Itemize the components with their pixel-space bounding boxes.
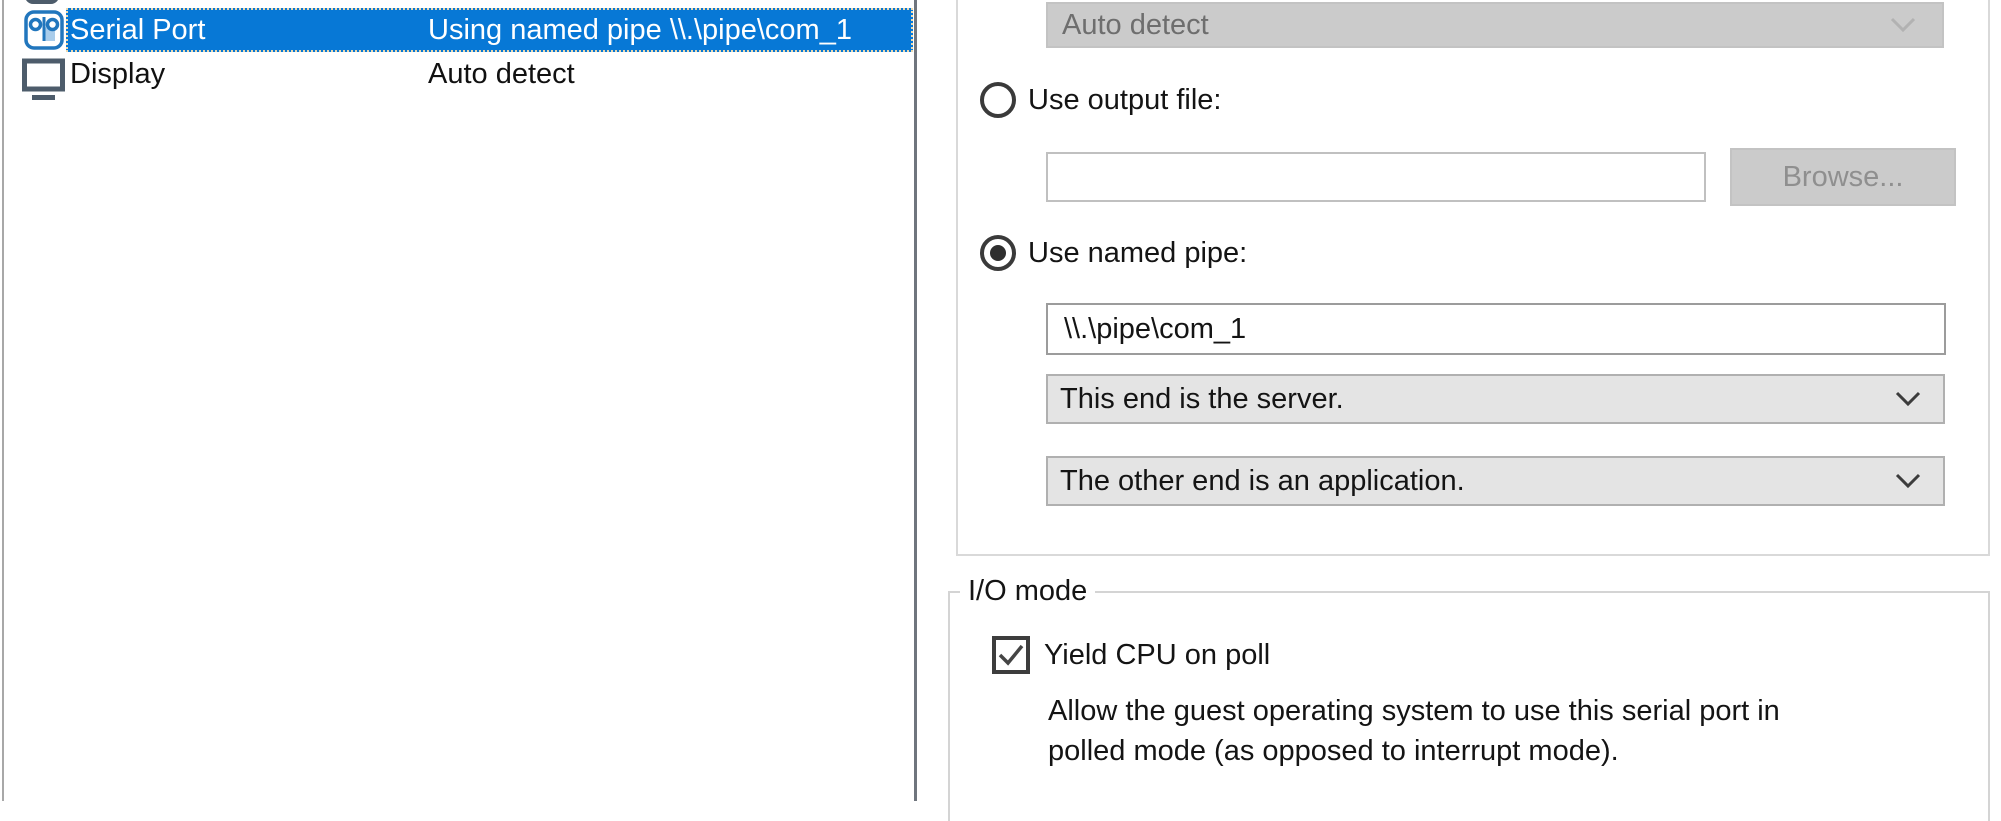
display-icon [22,58,65,100]
check-icon [998,644,1024,666]
yield-cpu-label[interactable]: Yield CPU on poll [1044,639,1271,671]
device-row-serial-port[interactable]: Serial Port Using named pipe \\.\pipe\co… [66,8,913,52]
chevron-down-icon [1895,473,1921,489]
io-mode-description: Allow the guest operating system to use … [1048,691,1908,771]
named-pipe-input[interactable] [1046,303,1946,355]
device-summary: Using named pipe \\.\pipe\com_1 [428,14,852,46]
use-output-file-label[interactable]: Use output file: [1028,84,1222,116]
device-summary: Auto detect [428,58,575,90]
device-list-left-border [2,0,4,801]
output-file-input[interactable] [1046,152,1706,202]
use-named-pipe-radio[interactable] [980,235,1016,271]
connection-group-box [956,0,1990,556]
chevron-down-icon [1890,17,1916,33]
io-mode-group-box [948,591,1990,821]
chevron-down-icon [1895,391,1921,407]
serial-port-icon [24,10,64,50]
device-label: Serial Port [70,14,206,46]
use-named-pipe-label[interactable]: Use named pipe: [1028,237,1248,269]
device-label: Display [70,58,166,90]
panel-divider [914,0,917,801]
pipe-end-value: This end is the server. [1060,383,1344,415]
pipe-other-end-value: The other end is an application. [1060,465,1465,497]
io-description-line2: polled mode (as opposed to interrupt mod… [1048,735,1619,767]
pipe-end-dropdown[interactable]: This end is the server. [1046,374,1945,424]
yield-cpu-checkbox[interactable] [992,636,1030,674]
browse-button: Browse... [1730,148,1956,206]
device-row-display[interactable]: Display Auto detect [66,52,913,96]
pipe-other-end-dropdown[interactable]: The other end is an application. [1046,456,1945,506]
io-description-line1: Allow the guest operating system to use … [1048,695,1780,727]
radio-selected-dot [990,245,1006,261]
device-status-value: Auto detect [1062,9,1209,41]
io-mode-group-title: I/O mode [960,573,1096,609]
partial-device-icon [25,0,59,4]
browse-button-label: Browse... [1782,161,1904,193]
device-status-dropdown: Auto detect [1046,2,1944,48]
use-output-file-radio[interactable] [980,82,1016,118]
